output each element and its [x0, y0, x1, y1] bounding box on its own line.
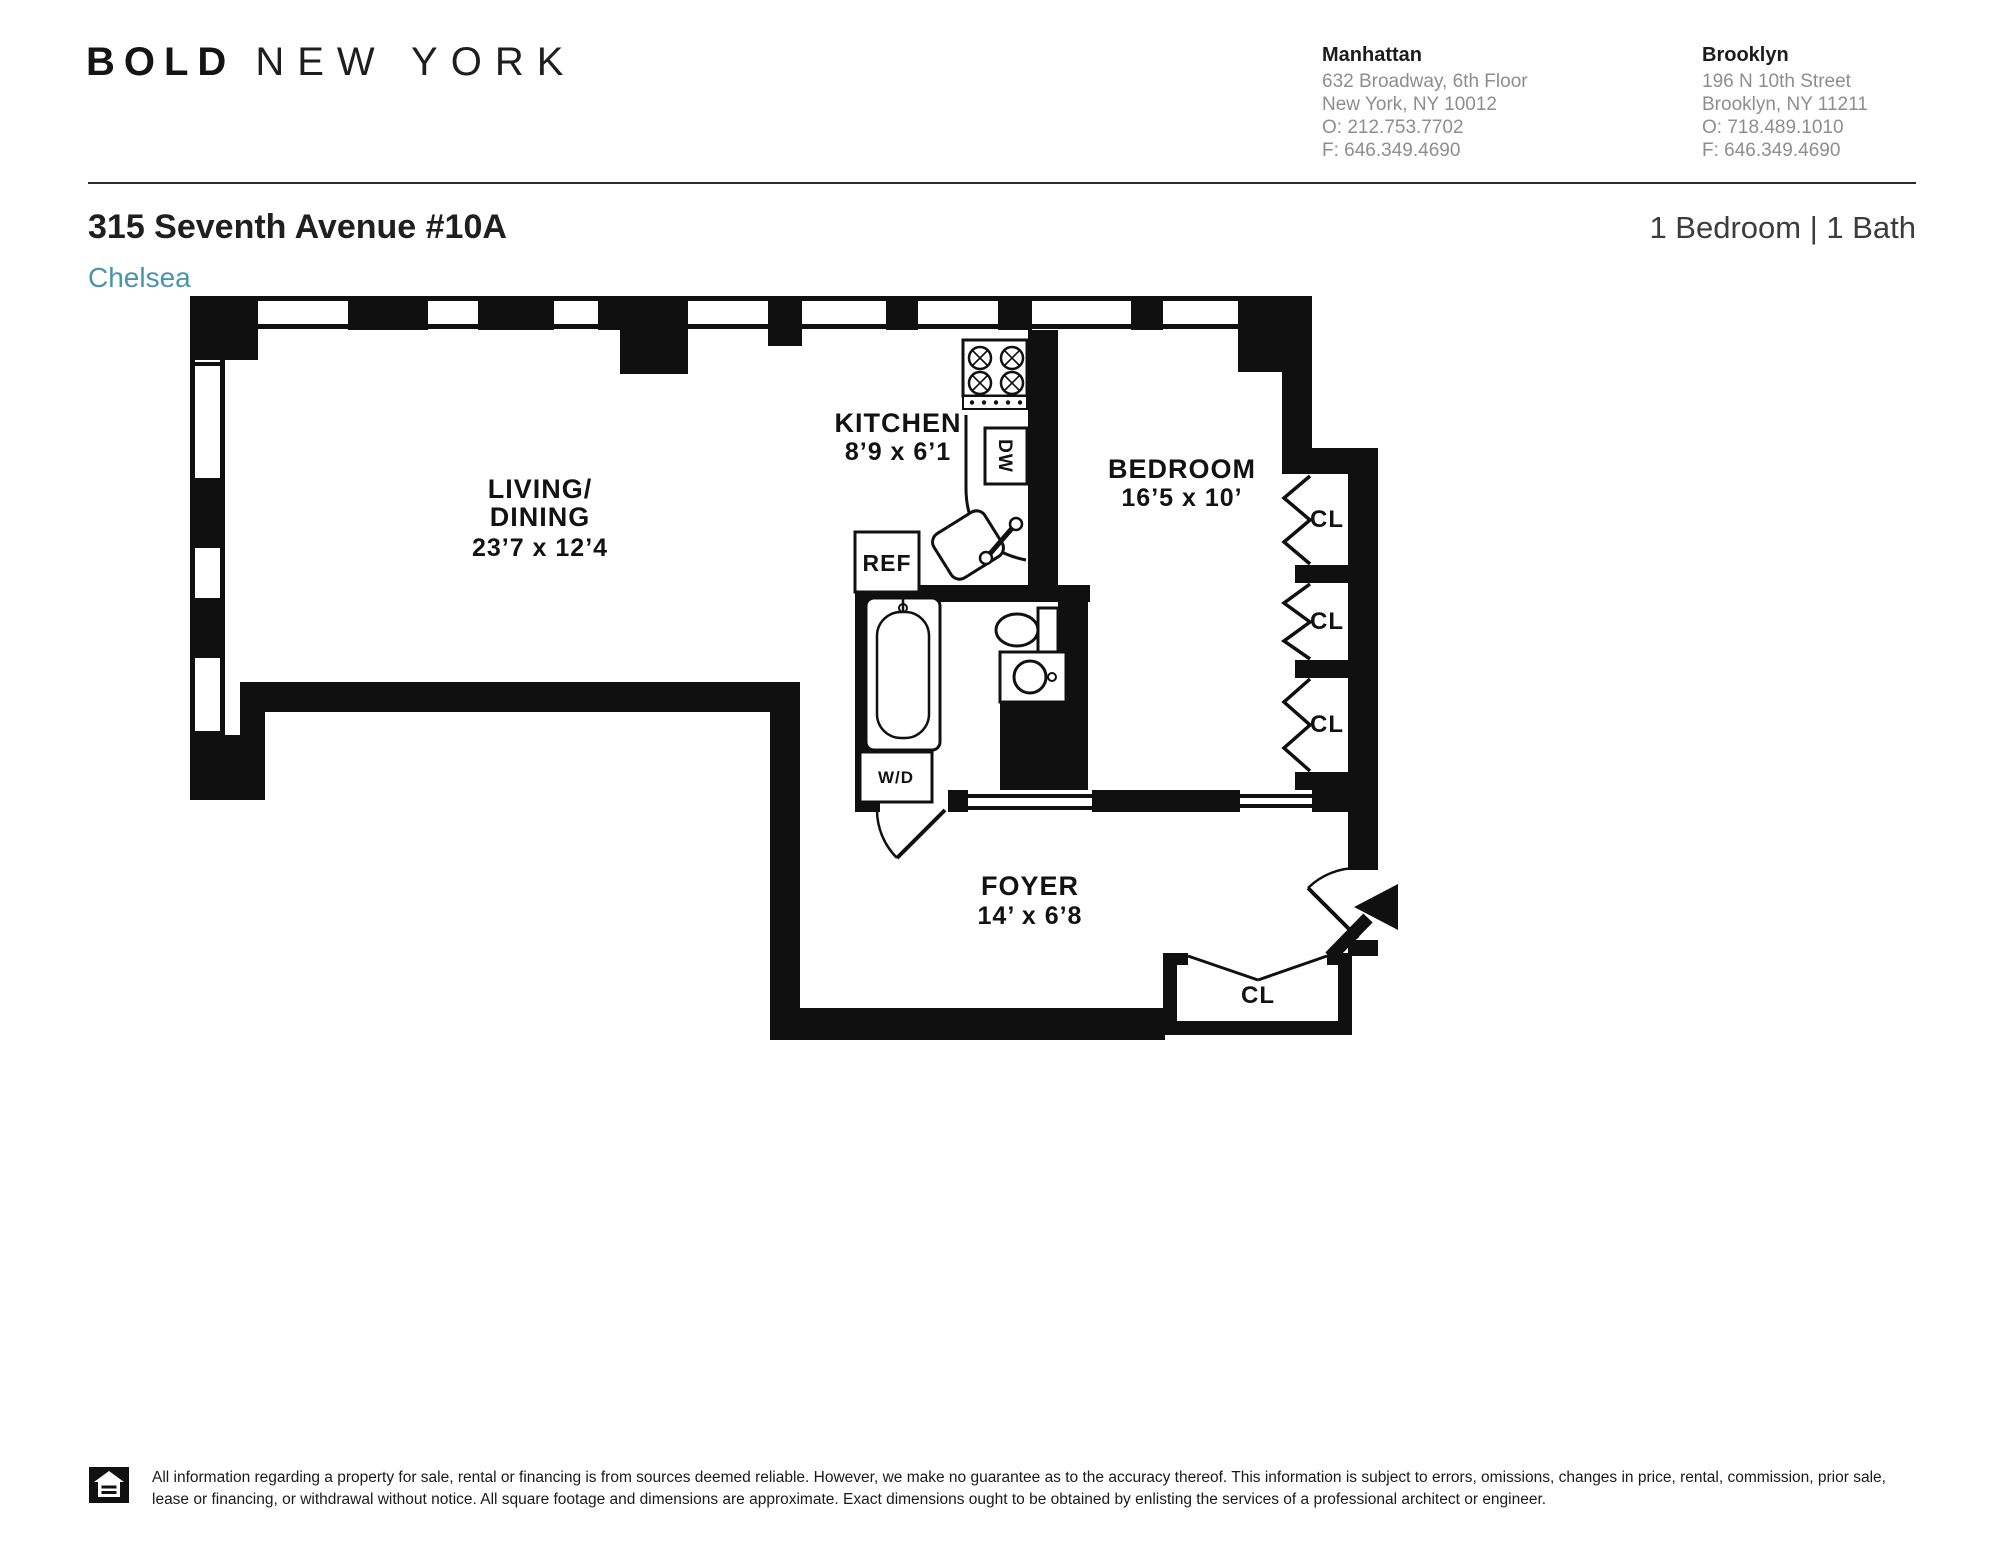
disclaimer: All information regarding a property for… [152, 1467, 1952, 1511]
toilet-icon [994, 606, 1060, 654]
bedroom-dims: 16’5 x 10’ [1121, 484, 1242, 512]
brand-logo: BOLD NEW YORK [86, 40, 576, 85]
closet-label-foyer: CL [1241, 982, 1275, 1009]
header-divider [88, 182, 1916, 184]
walls [190, 296, 1378, 1040]
kitchen-label: KITCHEN [835, 408, 962, 438]
room-labels: LIVING/ DINING 23’7 x 12’4 KITCHEN 8’9 x… [472, 408, 1344, 1009]
office-brooklyn-name: Brooklyn [1702, 44, 1789, 66]
living-room-label-2: DINING [490, 502, 591, 532]
refrigerator-label: REF [863, 550, 912, 576]
dishwasher-icon: DW [983, 426, 1029, 486]
office-brooklyn-fax: F: 646.349.4690 [1702, 140, 1841, 161]
office-manhattan-address-1: 632 Broadway, 6th Floor [1322, 71, 1528, 92]
office-brooklyn-address-1: 196 N 10th Street [1702, 71, 1851, 92]
bathroom-sink-icon [998, 650, 1068, 704]
kitchen-sink-icon [931, 509, 1024, 581]
office-manhattan-phone: O: 212.753.7702 [1322, 117, 1464, 138]
listing-neighborhood: Chelsea [88, 262, 191, 293]
window-lines [190, 296, 1312, 800]
refrigerator-icon: REF [853, 530, 921, 594]
entry-arrow-icon [1354, 884, 1398, 930]
foyer-dims: 14’ x 6’8 [978, 902, 1083, 930]
washer-dryer-icon: W/D [858, 750, 934, 804]
brand-logo-bold: BOLD [86, 40, 236, 84]
listing-address: 315 Seventh Avenue #10A [88, 208, 507, 246]
office-manhattan-name: Manhattan [1322, 44, 1422, 66]
closet-label-1: CL [1310, 506, 1344, 533]
disclaimer-line-1: All information regarding a property for… [152, 1469, 1886, 1486]
foyer-label: FOYER [981, 871, 1079, 901]
washer-dryer-label: W/D [878, 768, 914, 787]
dishwasher-label: DW [994, 439, 1015, 473]
living-room-label-1: LIVING/ [488, 474, 593, 504]
office-brooklyn-address-2: Brooklyn, NY 11211 [1702, 94, 1868, 115]
stove-icon [961, 338, 1029, 410]
living-room-dims: 23’7 x 12’4 [472, 534, 608, 562]
bedroom-label: BEDROOM [1108, 454, 1256, 484]
office-brooklyn: Brooklyn 196 N 10th Street Brooklyn, NY … [1702, 44, 2000, 162]
brand-logo-rest: NEW YORK [255, 40, 577, 84]
office-brooklyn-phone: O: 718.489.1010 [1702, 117, 1844, 138]
listing-config: 1 Bedroom | 1 Bath [1649, 210, 1916, 245]
disclaimer-line-2: lease or financing, or withdrawal withou… [152, 1491, 1547, 1508]
office-manhattan: Manhattan 632 Broadway, 6th Floor New Yo… [1322, 44, 1622, 162]
office-manhattan-fax: F: 646.349.4690 [1322, 140, 1461, 161]
closet-label-2: CL [1310, 608, 1344, 635]
kitchen-dims: 8’9 x 6’1 [845, 438, 951, 466]
office-manhattan-address-2: New York, NY 10012 [1322, 94, 1497, 115]
closet-label-3: CL [1310, 711, 1344, 738]
equal-housing-icon [89, 1467, 129, 1503]
bathtub-icon [864, 596, 942, 752]
door-symbols [875, 474, 1360, 982]
